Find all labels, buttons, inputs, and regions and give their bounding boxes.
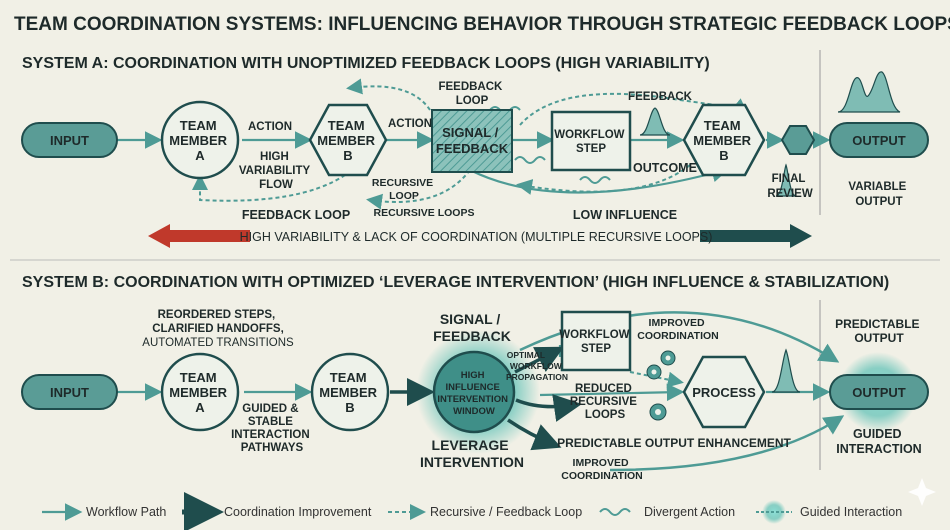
system-a-action-2: ACTION	[388, 118, 432, 130]
system-a-feedback-loop-bottom: FEEDBACK LOOP	[242, 208, 350, 222]
legend-guided-label: Guided Interaction	[800, 505, 902, 519]
system-b-guided-interaction: GUIDED INTERACTION	[836, 427, 921, 456]
system-a-member-a-node	[160, 100, 240, 180]
system-b-output-node	[829, 374, 929, 410]
system-b-automated: AUTOMATED TRANSITIONS	[142, 337, 294, 349]
system-a-low-influence: LOW INFLUENCE	[573, 208, 677, 222]
system-a-title: SYSTEM A: COORDINATION WITH UNOPTIMIZED …	[22, 55, 710, 72]
system-a-input-node	[21, 122, 118, 158]
legend-coordination-label: Coordination Improvement	[224, 505, 372, 519]
system-b-reduced-loops: REDUCED RECURSIVE LOOPS	[570, 383, 640, 421]
banner-right-arrow	[700, 224, 812, 248]
system-a-variable-distribution	[837, 71, 901, 113]
system-b-member-b-label: TEAM MEMBER B	[319, 370, 380, 415]
system-b-improvement-links	[390, 346, 582, 451]
system-a-signal-label: SIGNAL / FEEDBACK	[436, 125, 509, 156]
system-a-feedback-label: FEEDBACK	[628, 91, 693, 103]
system-a-member-b-node	[308, 103, 388, 177]
system-a-feedback-loop-top: FEEDBACK LOOP	[438, 81, 505, 107]
sparkle-icon	[908, 478, 936, 506]
system-a-workflow-label: WORKFLOW STEP	[554, 129, 627, 155]
system-a-high-variability-flow: HIGH VARIABILITY FLOW	[239, 151, 313, 191]
system-b-member-b-node	[310, 352, 390, 432]
system-a-action-1: ACTION	[248, 121, 292, 133]
system-b-reordered: REORDERED STEPS, CLARIFIED HANDOFFS,	[152, 309, 284, 335]
system-b-guided-pathways: GUIDED & STABLE INTERACTION PATHWAYS	[231, 403, 313, 454]
system-b-predictable-output: PREDICTABLE OUTPUT	[835, 317, 923, 345]
banner-left-arrow	[148, 224, 250, 248]
system-a-feedback-loops	[192, 78, 749, 210]
page-title: TEAM COORDINATION SYSTEMS: INFLUENCING B…	[14, 14, 950, 35]
system-a-member-a-label: TEAM MEMBER A	[169, 118, 230, 163]
system-b-workflow-node	[560, 310, 632, 372]
system-a-outcome-distribution	[639, 107, 671, 136]
system-b-title: SYSTEM B: COORDINATION WITH OPTIMIZED ‘L…	[22, 274, 889, 291]
system-b-optimal-propagation: OPTIMAL WORKFLOW PROPAGATION	[506, 350, 568, 382]
system-a-final-review: FINAL REVIEW	[767, 173, 813, 200]
legend-workflow-label: Workflow Path	[86, 505, 166, 519]
system-a-recursive-loops: RECURSIVE LOOPS	[374, 207, 475, 219]
system-b-predictable-enhancement: PREDICTABLE OUTPUT ENHANCEMENT	[557, 436, 791, 450]
system-a-outcome: OUTCOME	[633, 161, 697, 175]
system-b-input-node	[21, 374, 118, 410]
legend-divergent-label: Divergent Action	[644, 505, 735, 519]
system-a-final-review-node	[780, 125, 816, 155]
gear-holes	[651, 355, 671, 415]
system-b-process-label: PROCESS	[692, 385, 756, 400]
system-b-improved-coord-top: IMPROVED COORDINATION	[637, 317, 718, 342]
system-b-process-node	[682, 355, 766, 429]
system-a-banner: HIGH VARIABILITY & LACK OF COORDINATION …	[240, 230, 713, 244]
system-a-final-distribution	[775, 163, 797, 197]
system-b-output-label: OUTPUT	[852, 385, 906, 400]
system-a-member-b2-node	[682, 103, 766, 177]
system-b-leverage-label: LEVERAGE INTERVENTION	[420, 437, 524, 470]
gear-icons	[646, 350, 676, 421]
legend-recursive-label: Recursive / Feedback Loop	[430, 505, 582, 519]
system-a-output-label: OUTPUT	[852, 133, 906, 148]
system-b-dashed-links	[629, 371, 684, 388]
system-b-predictable-distribution	[771, 348, 801, 393]
system-b-input-label: INPUT	[50, 385, 89, 400]
system-a-signal-node	[431, 109, 513, 173]
system-b-intervention-window-label: HIGH INFLUENCE INTERVENTION WINDOW	[437, 370, 510, 417]
system-b-signal-label: SIGNAL / FEEDBACK	[433, 311, 511, 344]
system-b-member-a-node	[160, 352, 240, 432]
system-a-input-label: INPUT	[50, 133, 89, 148]
legend-divergent-swatch	[599, 508, 631, 516]
system-a-member-b-label: TEAM MEMBER B	[317, 118, 378, 163]
system-b-improved-coord-bottom: IMPROVED COORDINATION	[561, 457, 642, 482]
system-a-variable-output: VARIABLE OUTPUT	[848, 181, 909, 208]
system-a-recursive-loop: RECURSIVE LOOP	[372, 177, 436, 202]
system-a-workflow-node	[550, 110, 632, 172]
system-a-output-node	[829, 122, 929, 158]
legend: Workflow Path Coordination Improvement R…	[42, 492, 902, 530]
system-b-member-a-label: TEAM MEMBER A	[169, 370, 230, 415]
system-b-workflow-label: WORKFLOW STEP	[559, 329, 632, 355]
system-a-links	[117, 131, 831, 194]
system-a-member-b2-label: TEAM MEMBER B	[693, 118, 754, 163]
system-b-intervention-window-node	[432, 350, 516, 434]
